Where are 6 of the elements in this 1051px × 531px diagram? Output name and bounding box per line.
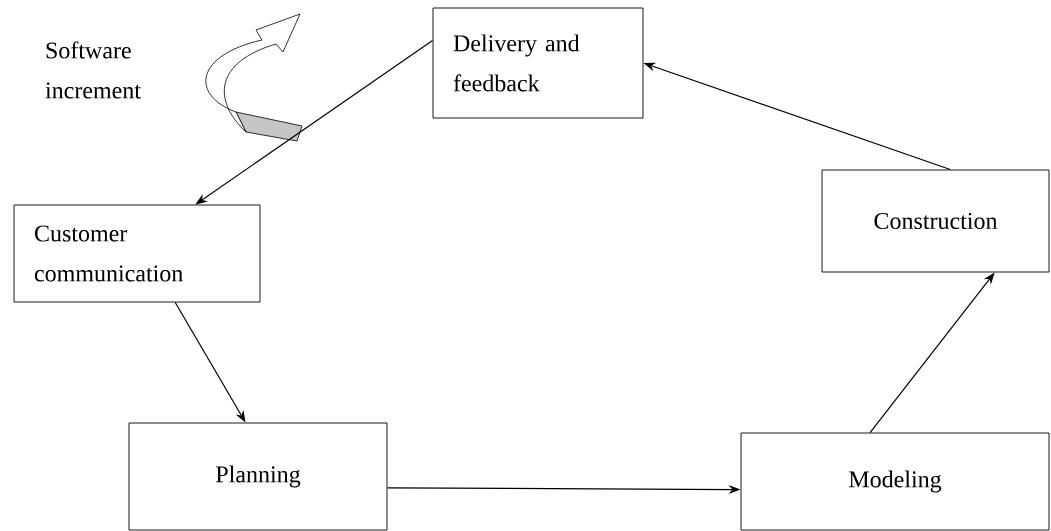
process-box: Planning	[128, 422, 388, 531]
label-text: Software increment	[45, 41, 141, 99]
process-box: Modeling	[740, 432, 1050, 531]
process-box: Construction	[821, 169, 1050, 273]
process-box: Delivery and feedback	[432, 7, 644, 119]
process-box: Customer communication	[13, 204, 261, 303]
